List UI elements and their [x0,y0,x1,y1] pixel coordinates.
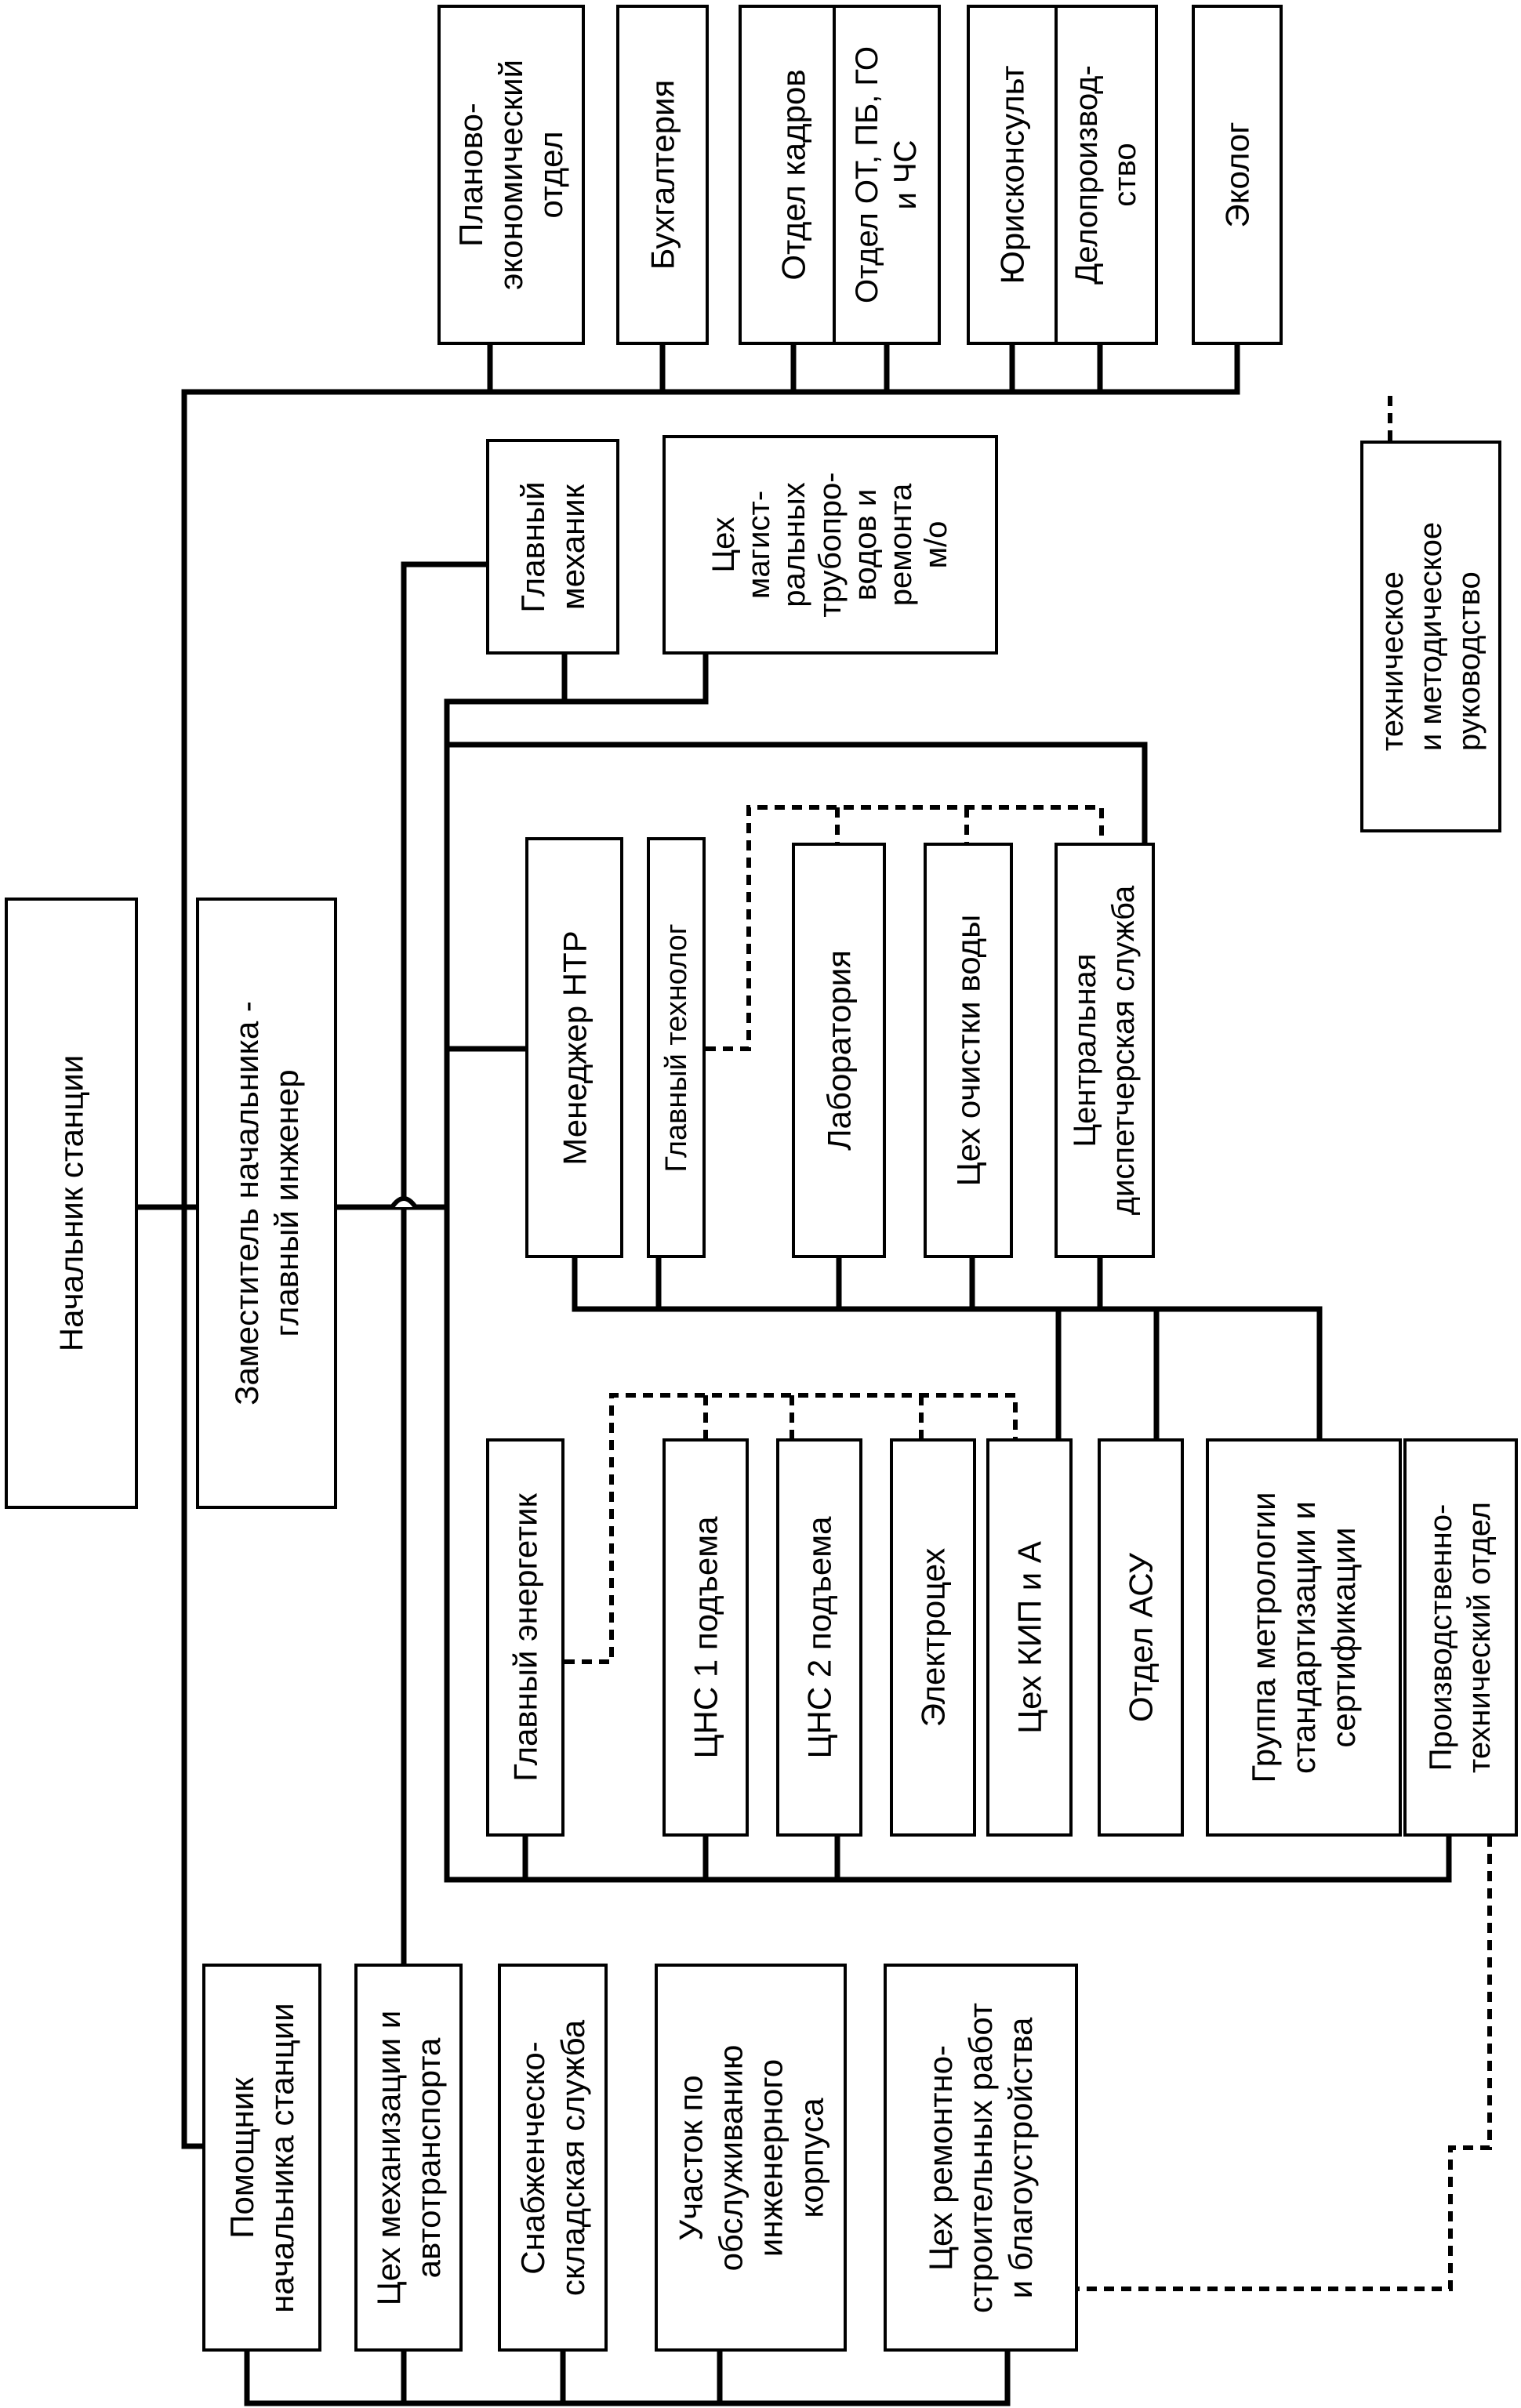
chief-mechanic-label: Главный механик [514,481,591,613]
clerical-box: Делопроизвод- ство [1055,5,1158,345]
ntr-manager-box: Менеджер НТР [525,837,623,1258]
planning-dept-box: Планово- экономический отдел [437,5,585,345]
chief-mechanic-box: Главный механик [486,439,619,655]
dispatch-box: Центральная диспетчерская служба [1055,843,1155,1258]
ecologist-box: Эколог [1192,5,1283,345]
safety-dept-label: Отдел ОТ, ПБ, ГО и ЧС [850,46,923,303]
maintenance-site-box: Участок по обслуживанию инженерного корп… [655,1964,847,2352]
repair-construction-shop-label: Цех ремонтно- строительных работ и благо… [922,2002,1040,2313]
head-box: Начальник станции [5,898,138,1509]
legend-box: техническое и методическое руководство [1360,441,1501,832]
water-treatment-label: Цех очистки воды [949,914,987,1187]
legend-label: техническое и методическое руководство [1374,521,1487,752]
asu-dept-label: Отдел АСУ [1122,1553,1160,1722]
dispatch-label: Центральная диспетчерская служба [1068,885,1141,1216]
electrical-shop-box: Электроцех [890,1438,976,1837]
accounting-box: Бухгалтерия [616,5,709,345]
assistant-head-label: Помощник начальника станции [223,2002,300,2313]
electrical-shop-label: Электроцех [914,1547,952,1728]
line-crossing-bump [390,1196,418,1209]
laboratory-label: Лаборатория [820,950,858,1151]
deputy-label: Заместитель начальника - главный инженер [227,1001,305,1405]
chief-power-engineer-box: Главный энергетик [486,1438,564,1837]
pipeline-shop-box: Цех магист- ральных трубопро- водов и ре… [662,435,998,655]
water-treatment-box: Цех очистки воды [924,843,1013,1258]
maintenance-site-label: Участок по обслуживанию инженерного корп… [672,2044,829,2271]
production-tech-dept-label: Производственно- технический отдел [1424,1501,1497,1774]
pump-station-1-label: ЦНС 1 подъема [687,1516,724,1759]
head-label: Начальник станции [53,1054,90,1352]
ntr-manager-label: Менеджер НТР [555,930,593,1166]
laboratory-box: Лаборатория [792,843,886,1258]
production-tech-dept-box: Производственно- технический отдел [1403,1438,1518,1837]
repair-construction-shop-box: Цех ремонтно- строительных работ и благо… [884,1964,1078,2352]
dashed-power-engineer [564,1393,1018,1664]
hr-dept-label: Отдел кадров [775,69,812,281]
pipeline-shop-label: Цех магист- ральных трубопро- водов и ре… [706,472,953,618]
clerical-label: Делопроизвод- ство [1069,65,1142,285]
ecologist-label: Эколог [1218,121,1256,228]
asu-dept-box: Отдел АСУ [1098,1438,1184,1837]
mechanization-shop-label: Цех механизации и автотранспорта [369,2010,447,2305]
hr-dept-box: Отдел кадров [739,5,848,345]
supply-service-label: Снабженческо- складская служба [514,2019,591,2296]
accounting-label: Бухгалтерия [644,79,681,270]
mechanization-shop-box: Цех механизации и автотранспорта [354,1964,463,2352]
supply-service-box: Снабженческо- складская служба [498,1964,608,2352]
legal-box: Юрисконсульт [967,5,1058,345]
pump-station-2-label: ЦНС 2 подъема [800,1516,838,1759]
deputy-box: Заместитель начальника - главный инженер [196,898,337,1509]
safety-dept-box: Отдел ОТ, ПБ, ГО и ЧС [833,5,941,345]
pump-station-1-box: ЦНС 1 подъема [662,1438,749,1837]
metrology-group-box: Группа метрологии стандартизации и серти… [1206,1438,1402,1837]
legal-label: Юрисконсульт [993,65,1031,285]
chief-technologist-box: Главный технолог [647,837,706,1258]
dashed-technologist-lab [706,805,1104,1051]
chief-power-engineer-label: Главный энергетик [506,1493,544,1782]
dashed-pto-repair [1078,1837,1492,2291]
planning-dept-label: Планово- экономический отдел [452,59,570,291]
assistant-head-box: Помощник начальника станции [202,1964,321,2352]
metrology-group-label: Группа метрологии стандартизации и серти… [1245,1492,1363,1783]
chief-technologist-label: Главный технолог [659,923,693,1173]
pump-station-2-box: ЦНС 2 подъема [776,1438,862,1837]
instrumentation-shop-label: Цех КИП и А [1011,1541,1048,1734]
instrumentation-shop-box: Цех КИП и А [986,1438,1073,1837]
